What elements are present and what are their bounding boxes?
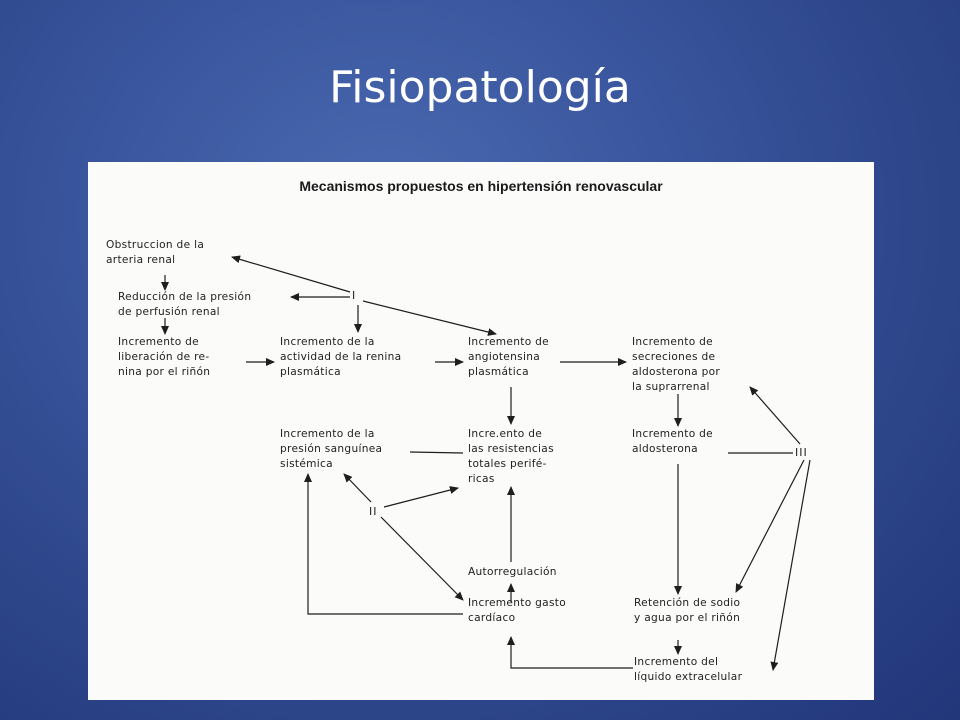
mechanism-iii-label: III (795, 446, 808, 459)
node-liberacion-renina: Incremento de liberación de re- nina por… (118, 336, 211, 378)
node-retencion-sodio: Retención de sodio y agua por el riñón (634, 597, 741, 624)
line-presion-resistencias (409, 451, 464, 454)
node-resistencias: Incre.ento de las resistencias totales p… (468, 428, 554, 485)
arrow-iii-liquido (770, 459, 811, 671)
node-aldosterona: Incremento de aldosterona (632, 428, 713, 455)
node-presion-sanguinea: Incremento de la presión sanguínea sisté… (280, 428, 383, 470)
diagram-heading: Mecanismos propuestos en hipertensión re… (299, 178, 663, 194)
arrow-i-angiotensina (362, 300, 497, 336)
arrow-i-obstruccion (231, 255, 351, 293)
mechanism-ii-label: II (369, 505, 378, 518)
diagram-panel: Mecanismos propuestos en hipertensión re… (88, 162, 874, 700)
arrow-ii-gasto (380, 516, 464, 601)
arrow-iii-secreciones (749, 386, 801, 445)
diagram-arrows (161, 255, 811, 671)
arrow-ii-presion (343, 473, 372, 503)
arrow-liquido-gasto (507, 636, 633, 669)
arrow-ii-resistencias (383, 486, 459, 508)
node-aldosterona-secreciones: Incremento de secreciones de aldosterona… (632, 336, 721, 393)
node-liquido-extracelular: Incremento del líquido extracelular (634, 656, 743, 683)
node-angiotensina: Incremento de angiotensina plasmática (468, 336, 549, 378)
node-gasto-cardiaco: Incremento gasto cardíaco (468, 597, 567, 624)
node-actividad-renina: Incremento de la actividad de la renina … (280, 336, 402, 378)
node-autorregulacion: Autorregulación (468, 566, 557, 578)
mechanism-i-label: I (352, 289, 357, 302)
slide-title: Fisiopatología (329, 62, 631, 113)
node-reduccion: Reducción de la presión de perfusión ren… (118, 291, 252, 318)
node-obstruccion: Obstruccion de la arteria renal (106, 239, 205, 266)
arrow-gasto-presion (304, 473, 463, 615)
arrow-iii-retencion (735, 459, 805, 593)
